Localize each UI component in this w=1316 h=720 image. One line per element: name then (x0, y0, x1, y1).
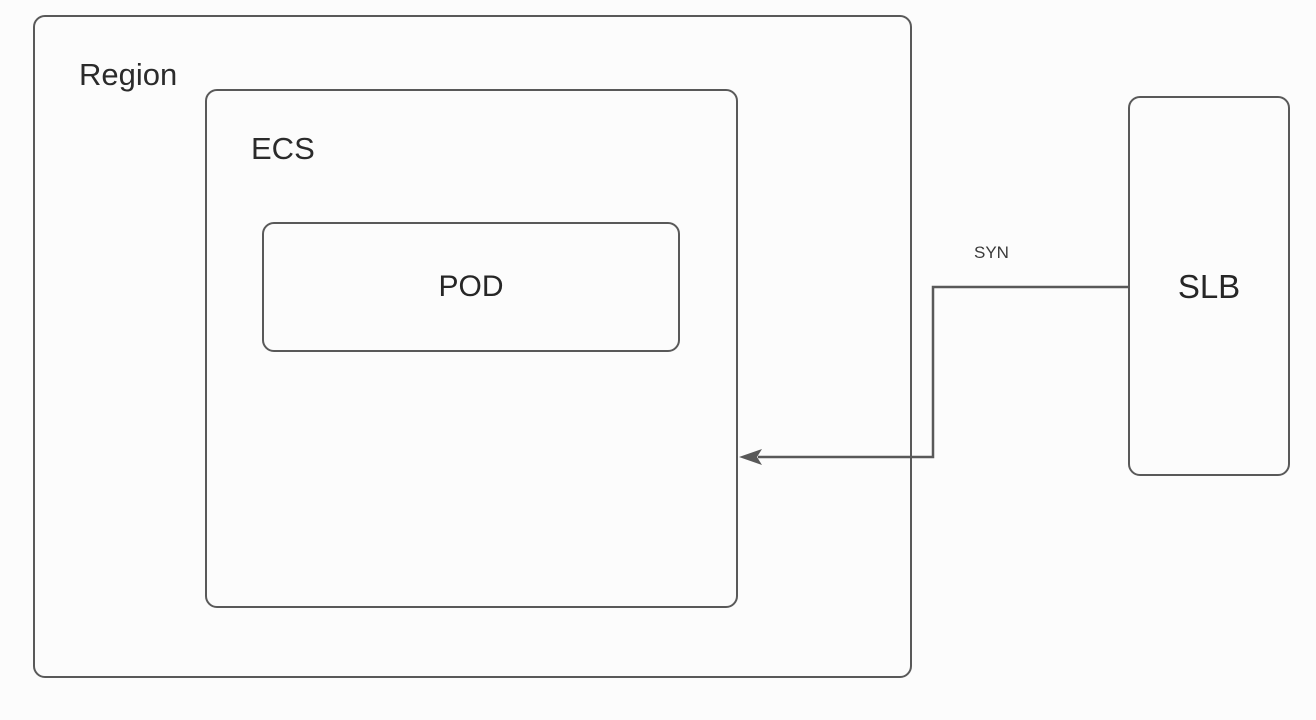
syn-edge-label: SYN (974, 243, 1009, 262)
node-ecs-label: ECS (251, 131, 315, 166)
node-ecs: ECS (205, 89, 738, 608)
node-region-label: Region (79, 57, 178, 92)
node-slb-label: SLB (1177, 267, 1241, 305)
node-pod: POD (262, 222, 680, 352)
node-pod-label: POD (438, 270, 504, 303)
node-slb: SLB (1128, 96, 1290, 476)
